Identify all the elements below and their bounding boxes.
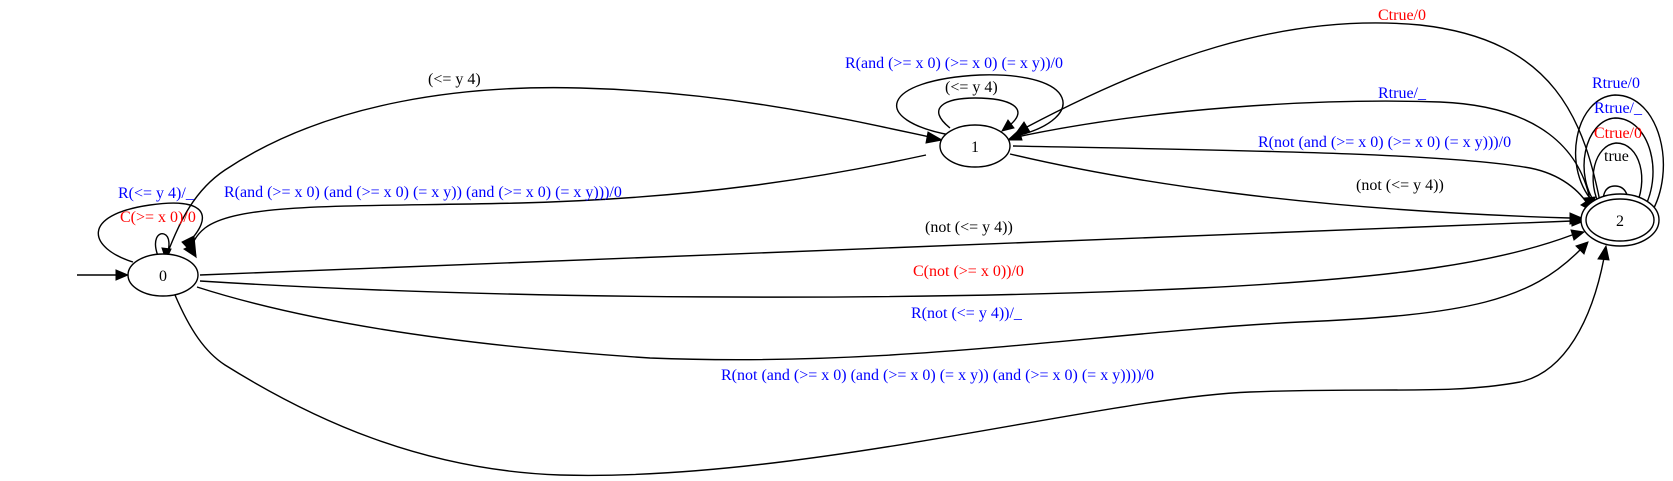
edge-0-2-cnot [199, 234, 1573, 298]
edge-label: R(not (<= y 4))/_ [911, 305, 1023, 322]
state-0 [127, 253, 199, 297]
edge-0-2-rnot-arrowhead [1575, 241, 1589, 255]
edge-0-0-blue [97, 202, 204, 263]
edge-0-2-rnot-long-arrowhead [1597, 244, 1610, 261]
initial-arrowhead [115, 269, 130, 281]
edge-1-0-arrowhead [183, 243, 197, 259]
edge-label: R(and (>= x 0) (and (>= x 0) (= x y)) (a… [224, 184, 622, 201]
edge-1-2-rnot [1012, 145, 1591, 209]
edge-label: Rtrue/0 [1592, 75, 1640, 92]
edge-2-2-loop-3 [1592, 142, 1643, 211]
edge-label: C(not (>= x 0))/0 [913, 263, 1024, 280]
edge-label: (<= y 4) [428, 71, 481, 88]
edge-label: Ctrue/0 [1378, 7, 1426, 24]
edge-label: (not (<= y 4)) [925, 219, 1013, 236]
edge-2-2-loop-2 [1583, 117, 1654, 213]
edge-label: R(not (and (>= x 0) (and (>= x 0) (= x y… [721, 367, 1154, 384]
edge-1-0 [189, 154, 927, 253]
edge-label: (<= y 4) [945, 79, 998, 96]
state-2 [1585, 198, 1655, 242]
edge-0-1-upper-arrowhead [925, 131, 944, 144]
edge-2-2-loop-1 [1574, 94, 1664, 216]
edge-2-1-arrowhead [1012, 121, 1031, 137]
edge-0-1-upper [165, 86, 931, 258]
edge-1-1-inner-arrowhead [1001, 119, 1015, 132]
edge-0-2-not [199, 220, 1573, 276]
edge-0-2-rnot-long [174, 257, 1605, 477]
edge-label: C(>= x 0)/0 [120, 209, 196, 226]
edge-label: (not (<= y 4)) [1356, 177, 1444, 194]
edge-1-2-not [1009, 153, 1571, 219]
state-1-label: 1 [971, 139, 979, 156]
edge-label: R(and (>= x 0) (>= x 0) (= x y))/0 [845, 55, 1063, 72]
edge-label: R(not (and (>= x 0) (>= x 0) (= x y)))/0 [1258, 134, 1511, 151]
edge-2-1 [1024, 22, 1603, 213]
edge-label: Rtrue/_ [1378, 85, 1427, 102]
state-1 [939, 124, 1011, 168]
state-2-label: 2 [1616, 213, 1624, 230]
edge-label: R(<= y 4)/_ [118, 185, 195, 202]
edge-1-1-inner [938, 97, 1019, 129]
edge-0-0-red [154, 233, 170, 257]
edge-1-2-rtrue [1011, 100, 1591, 201]
edge-0-2-rnot [196, 249, 1581, 361]
state-0-label: 0 [159, 268, 167, 285]
edge-0-2-cnot-arrowhead [1570, 229, 1586, 241]
edge-label: Ctrue/0 [1594, 125, 1642, 142]
edge-1-1-outer [896, 74, 1064, 136]
edge-label: true [1604, 148, 1629, 165]
edge-label: Rtrue/_ [1594, 100, 1643, 117]
edge-0-2-not-arrowhead [1570, 215, 1586, 227]
